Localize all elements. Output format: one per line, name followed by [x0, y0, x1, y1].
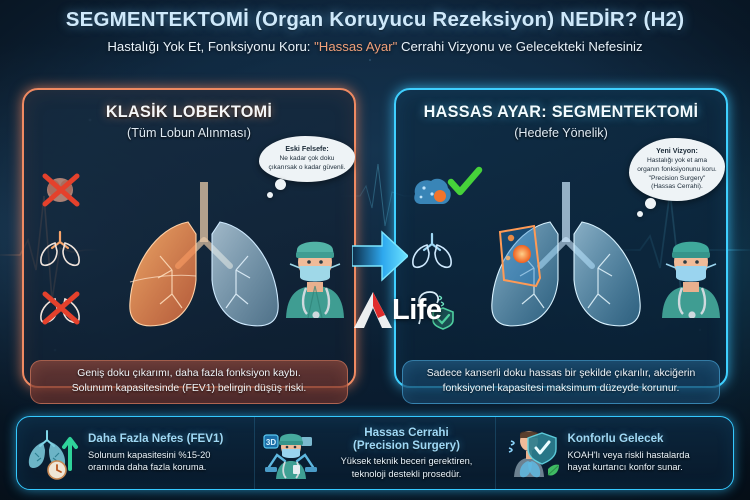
header: SEGMENTEKTOMİ (Organ Koruyucu Rezeksiyon… — [0, 8, 750, 54]
lungs-outline-icon — [35, 226, 85, 270]
caption-lobectomy: Geniş doku çıkarımı, daha fazla fonksiyo… — [30, 360, 348, 404]
lungs-crossed-icon — [35, 284, 85, 328]
subtitle-post: Cerrahi Vizyonu ve Gelecekteki Nefesiniz — [397, 39, 643, 54]
benefit-body-comfort: KOAH'lı veya riskli hastalarda hayat kur… — [567, 449, 725, 474]
thought-bubble-new-vision: Yeni Vizyon: Hastalığı yok et ama organı… — [629, 138, 725, 218]
page-title: SEGMENTEKTOMİ (Organ Koruyucu Rezeksiyon… — [65, 8, 685, 31]
left-icon-column — [32, 168, 88, 328]
benefit-heading-precision-line2: (Precision Surgery) — [353, 439, 460, 453]
bubble-right-text: Hastalığı yok et ama organın fonksiyonun… — [637, 157, 717, 191]
benefit-body-fev1-line2: oranında daha fazla koruma. — [88, 462, 207, 473]
right-icon-column — [404, 170, 460, 330]
right-arrow-icon — [352, 230, 408, 282]
organ-crossed-icon — [35, 168, 85, 212]
benefits-bar: Daha Fazla Nefes (FEV1) Solunum kapasite… — [16, 416, 734, 490]
subtitle-highlight: "Hassas Ayar" — [314, 39, 398, 54]
benefit-heading-precision: Hassas Cerrahi (Precision Surgery) — [326, 426, 488, 452]
caption-right-line1: Sadece kanserli doku hassas bir şekilde … — [426, 368, 696, 380]
benefit-body-precision-line1: Yüksek teknik beceri gerektiren, — [340, 456, 473, 467]
life-logo: Life — [352, 286, 464, 336]
surgeon-icon-right — [662, 241, 720, 318]
benefit-body-precision-line2: teknoloji destekli prosedür. — [351, 468, 462, 479]
benefit-item-precision: 3D Hassas Cerrahi (Precision Su — [253, 417, 496, 489]
page-subtitle: Hastalığı Yok Et, Fonksiyonu Koru: "Hass… — [0, 39, 750, 54]
thought-bubble-old-philosophy: Eski Felsefe: Ne kadar çok doku çıkarırs… — [259, 136, 355, 198]
caption-left-line2: Solunum kapasitesinde (FEV1) belirgin dü… — [71, 383, 307, 394]
benefit-body-fev1: Solunum kapasitesini %15-20 oranında dah… — [88, 449, 246, 474]
benefit-text-fev1: Daha Fazla Nefes (FEV1) Solunum kapasite… — [88, 432, 246, 473]
benefit-heading-fev1: Daha Fazla Nefes (FEV1) — [88, 432, 224, 446]
subtitle-pre: Hastalığı Yok Et, Fonksiyonu Koru: — [107, 39, 315, 54]
lungs-illustration-lobectomy — [129, 182, 279, 327]
right-panel-title: HASSAS AYAR: SEGMENTEKTOMİ — [423, 103, 699, 121]
patient-shield-leaf-icon — [509, 431, 560, 478]
caption-right-line2: fonksiyonel kapasitesi maksimum düzeyde … — [442, 383, 680, 394]
check-mark-icon — [447, 166, 483, 196]
lungs-outline-icon-right — [407, 228, 457, 272]
surgeon-icon-left — [286, 241, 344, 318]
lungs-illustration-segmentectomy — [491, 182, 641, 327]
benefit-heading-comfort: Konforlu Gelecek — [567, 432, 664, 446]
organ-target-icon — [407, 170, 457, 214]
benefit-item-comfort: Konforlu Gelecek KOAH'lı veya riskli has… — [495, 417, 733, 489]
benefit-body-comfort-line1: KOAH'lı veya riskli hastalarda — [567, 449, 690, 460]
lungs-uparrow-clock-icon — [28, 430, 78, 480]
benefit-text-comfort: Konforlu Gelecek KOAH'lı veya riskli has… — [567, 432, 725, 473]
life-logo-text: Life — [392, 294, 442, 326]
benefit-body-comfort-line2: hayat kurtarıcı konfor sunar. — [567, 462, 683, 473]
benefit-heading-precision-line1: Hassas Cerrahi — [364, 425, 449, 439]
life-logo-mark — [354, 292, 392, 328]
caption-segmentectomy: Sadece kanserli doku hassas bir şekilde … — [402, 360, 720, 404]
benefit-text-precision: Hassas Cerrahi (Precision Surgery) Yükse… — [326, 426, 488, 480]
left-panel-title: KLASİK LOBEKTOMİ — [105, 103, 273, 121]
caption-left-line1: Geniş doku çıkarımı, daha fazla fonksiyo… — [77, 368, 301, 380]
bubble-right-title: Yeni Vizyon: — [656, 147, 698, 155]
bubble-left-title: Eski Felsefe: — [285, 145, 329, 153]
benefit-body-precision: Yüksek teknik beceri gerektiren, teknolo… — [326, 455, 488, 480]
breathing-shield-icon — [407, 286, 457, 330]
benefit-body-fev1-line1: Solunum kapasitesini %15-20 — [88, 449, 211, 460]
svg-text:3D: 3D — [265, 438, 275, 447]
right-panel-subtitle: (Hedefe Yönelik) — [514, 126, 608, 140]
benefit-item-fev1: Daha Fazla Nefes (FEV1) Solunum kapasite… — [17, 417, 254, 489]
robot-surgeon-3d-icon: 3D — [262, 433, 317, 479]
bubble-left-text: Ne kadar çok doku çıkarırsak o kadar güv… — [268, 155, 346, 172]
left-panel-subtitle: (Tüm Lobun Alınması) — [127, 126, 251, 140]
